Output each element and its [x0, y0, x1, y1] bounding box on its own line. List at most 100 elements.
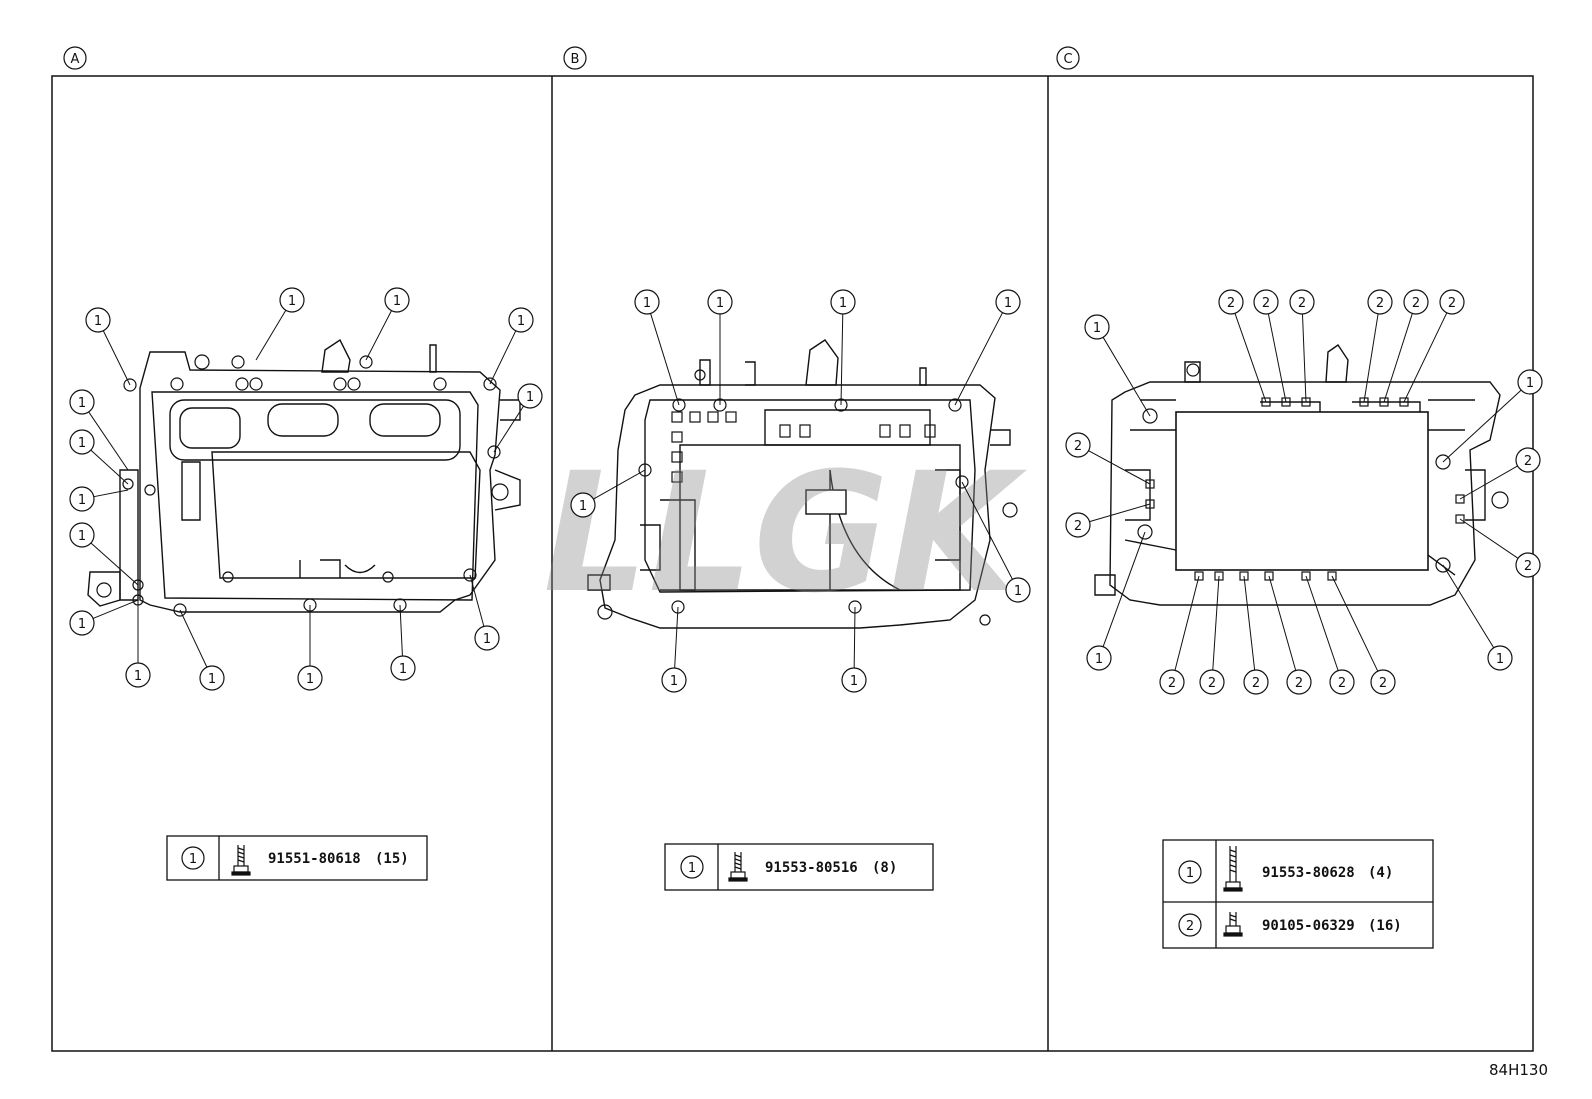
callout-1: 1	[69, 610, 95, 636]
callout-2: 2	[1329, 669, 1355, 695]
callout-1: 1	[474, 625, 500, 651]
callout-1: 1	[570, 492, 596, 518]
callout-2: 2	[1439, 289, 1465, 315]
housing-drawing-b	[587, 339, 1018, 629]
svg-text:91553-80516: 91553-80516	[765, 860, 858, 876]
leader-line	[493, 405, 524, 453]
svg-text:91551-80618: 91551-80618	[268, 851, 361, 867]
svg-text:1: 1	[1014, 584, 1022, 599]
leader-line	[1212, 575, 1220, 671]
callout-2: 2	[1253, 289, 1279, 315]
housing-drawing-a	[87, 338, 521, 617]
leader-line	[1442, 564, 1495, 649]
leader-line	[954, 312, 1003, 406]
leader-line	[674, 606, 679, 669]
panel-letter-a: A	[63, 46, 87, 70]
svg-text:1: 1	[579, 499, 587, 514]
panel-letter-c: C	[1056, 46, 1080, 70]
callout-1: 1	[508, 307, 534, 333]
leader-line	[1267, 313, 1287, 403]
svg-text:2: 2	[1524, 559, 1532, 574]
callout-1: 1	[279, 287, 305, 313]
callout-1: 1	[199, 665, 225, 691]
panel-letter-b: B	[563, 46, 587, 70]
leader-line	[469, 574, 485, 627]
svg-text:2: 2	[1074, 439, 1082, 454]
leader-line	[593, 469, 646, 500]
housing-drawing-c	[1094, 344, 1509, 606]
leader-line	[489, 330, 517, 385]
callout-1: 1	[634, 289, 660, 315]
svg-text:2: 2	[1379, 676, 1387, 691]
leader-line	[92, 599, 139, 619]
leader-line	[102, 330, 131, 386]
leader-line	[1234, 313, 1267, 403]
leader-line	[961, 481, 1013, 580]
leader-line	[90, 542, 139, 586]
svg-text:1: 1	[526, 390, 534, 405]
svg-text:1: 1	[306, 672, 314, 687]
callout-1: 1	[1084, 314, 1110, 340]
svg-text:2: 2	[1262, 296, 1270, 311]
leader-line	[1088, 450, 1151, 485]
bolt-icon	[231, 845, 251, 876]
callout-2: 2	[1370, 669, 1396, 695]
callout-1: 1	[1086, 645, 1112, 671]
leader-line	[88, 411, 129, 471]
callout-1: 1	[390, 655, 416, 681]
watermark: LLGK	[543, 437, 1028, 629]
svg-text:1: 1	[483, 632, 491, 647]
leader-line	[1383, 313, 1413, 403]
svg-text:2: 2	[1168, 676, 1176, 691]
callout-2: 2	[1243, 669, 1269, 695]
leader-line	[1459, 518, 1519, 559]
figure-code: 84H130	[1489, 1061, 1548, 1079]
leader-line	[1089, 503, 1151, 523]
svg-text:1: 1	[134, 669, 142, 684]
svg-text:1: 1	[208, 672, 216, 687]
callout-1: 1	[707, 289, 733, 315]
callout-1: 1	[297, 665, 323, 691]
leader-line	[840, 313, 844, 406]
svg-text:90105-06329: 90105-06329	[1262, 918, 1355, 934]
callout-1: 1	[661, 667, 687, 693]
leader-line	[1442, 389, 1522, 463]
svg-text:91553-80628: 91553-80628	[1262, 865, 1355, 881]
svg-text:1: 1	[1526, 376, 1534, 391]
leader-lines	[88, 310, 1522, 672]
leader-line	[90, 449, 129, 485]
leader-line	[1459, 465, 1518, 500]
leader-line	[1403, 312, 1448, 403]
callout-2: 2	[1065, 512, 1091, 538]
callout-1: 1	[85, 307, 111, 333]
callout-1: 1	[1487, 645, 1513, 671]
svg-text:1: 1	[78, 529, 86, 544]
svg-text:1: 1	[399, 662, 407, 677]
svg-text:2: 2	[1227, 296, 1235, 311]
svg-text:1: 1	[393, 294, 401, 309]
svg-text:2: 2	[1376, 296, 1384, 311]
callout-2: 2	[1218, 289, 1244, 315]
svg-text:1: 1	[688, 861, 696, 876]
callout-1: 1	[830, 289, 856, 315]
svg-text:C: C	[1063, 52, 1072, 67]
svg-text:2: 2	[1448, 296, 1456, 311]
leader-line	[1102, 531, 1146, 647]
callout-1: 1	[517, 383, 543, 409]
svg-text:1: 1	[189, 852, 197, 867]
svg-text:2: 2	[1295, 676, 1303, 691]
callout-2: 2	[1286, 669, 1312, 695]
svg-text:(16): (16)	[1368, 918, 1402, 934]
svg-text:1: 1	[78, 617, 86, 632]
svg-text:1: 1	[670, 674, 678, 689]
callout-1: 1	[69, 389, 95, 415]
leader-line	[1301, 313, 1307, 403]
callout-2: 2	[1289, 289, 1315, 315]
svg-text:(4): (4)	[1368, 865, 1393, 881]
svg-text:B: B	[571, 52, 580, 67]
svg-text:2: 2	[1338, 676, 1346, 691]
callout-1: 1	[1005, 577, 1031, 603]
leader-line	[365, 310, 392, 361]
